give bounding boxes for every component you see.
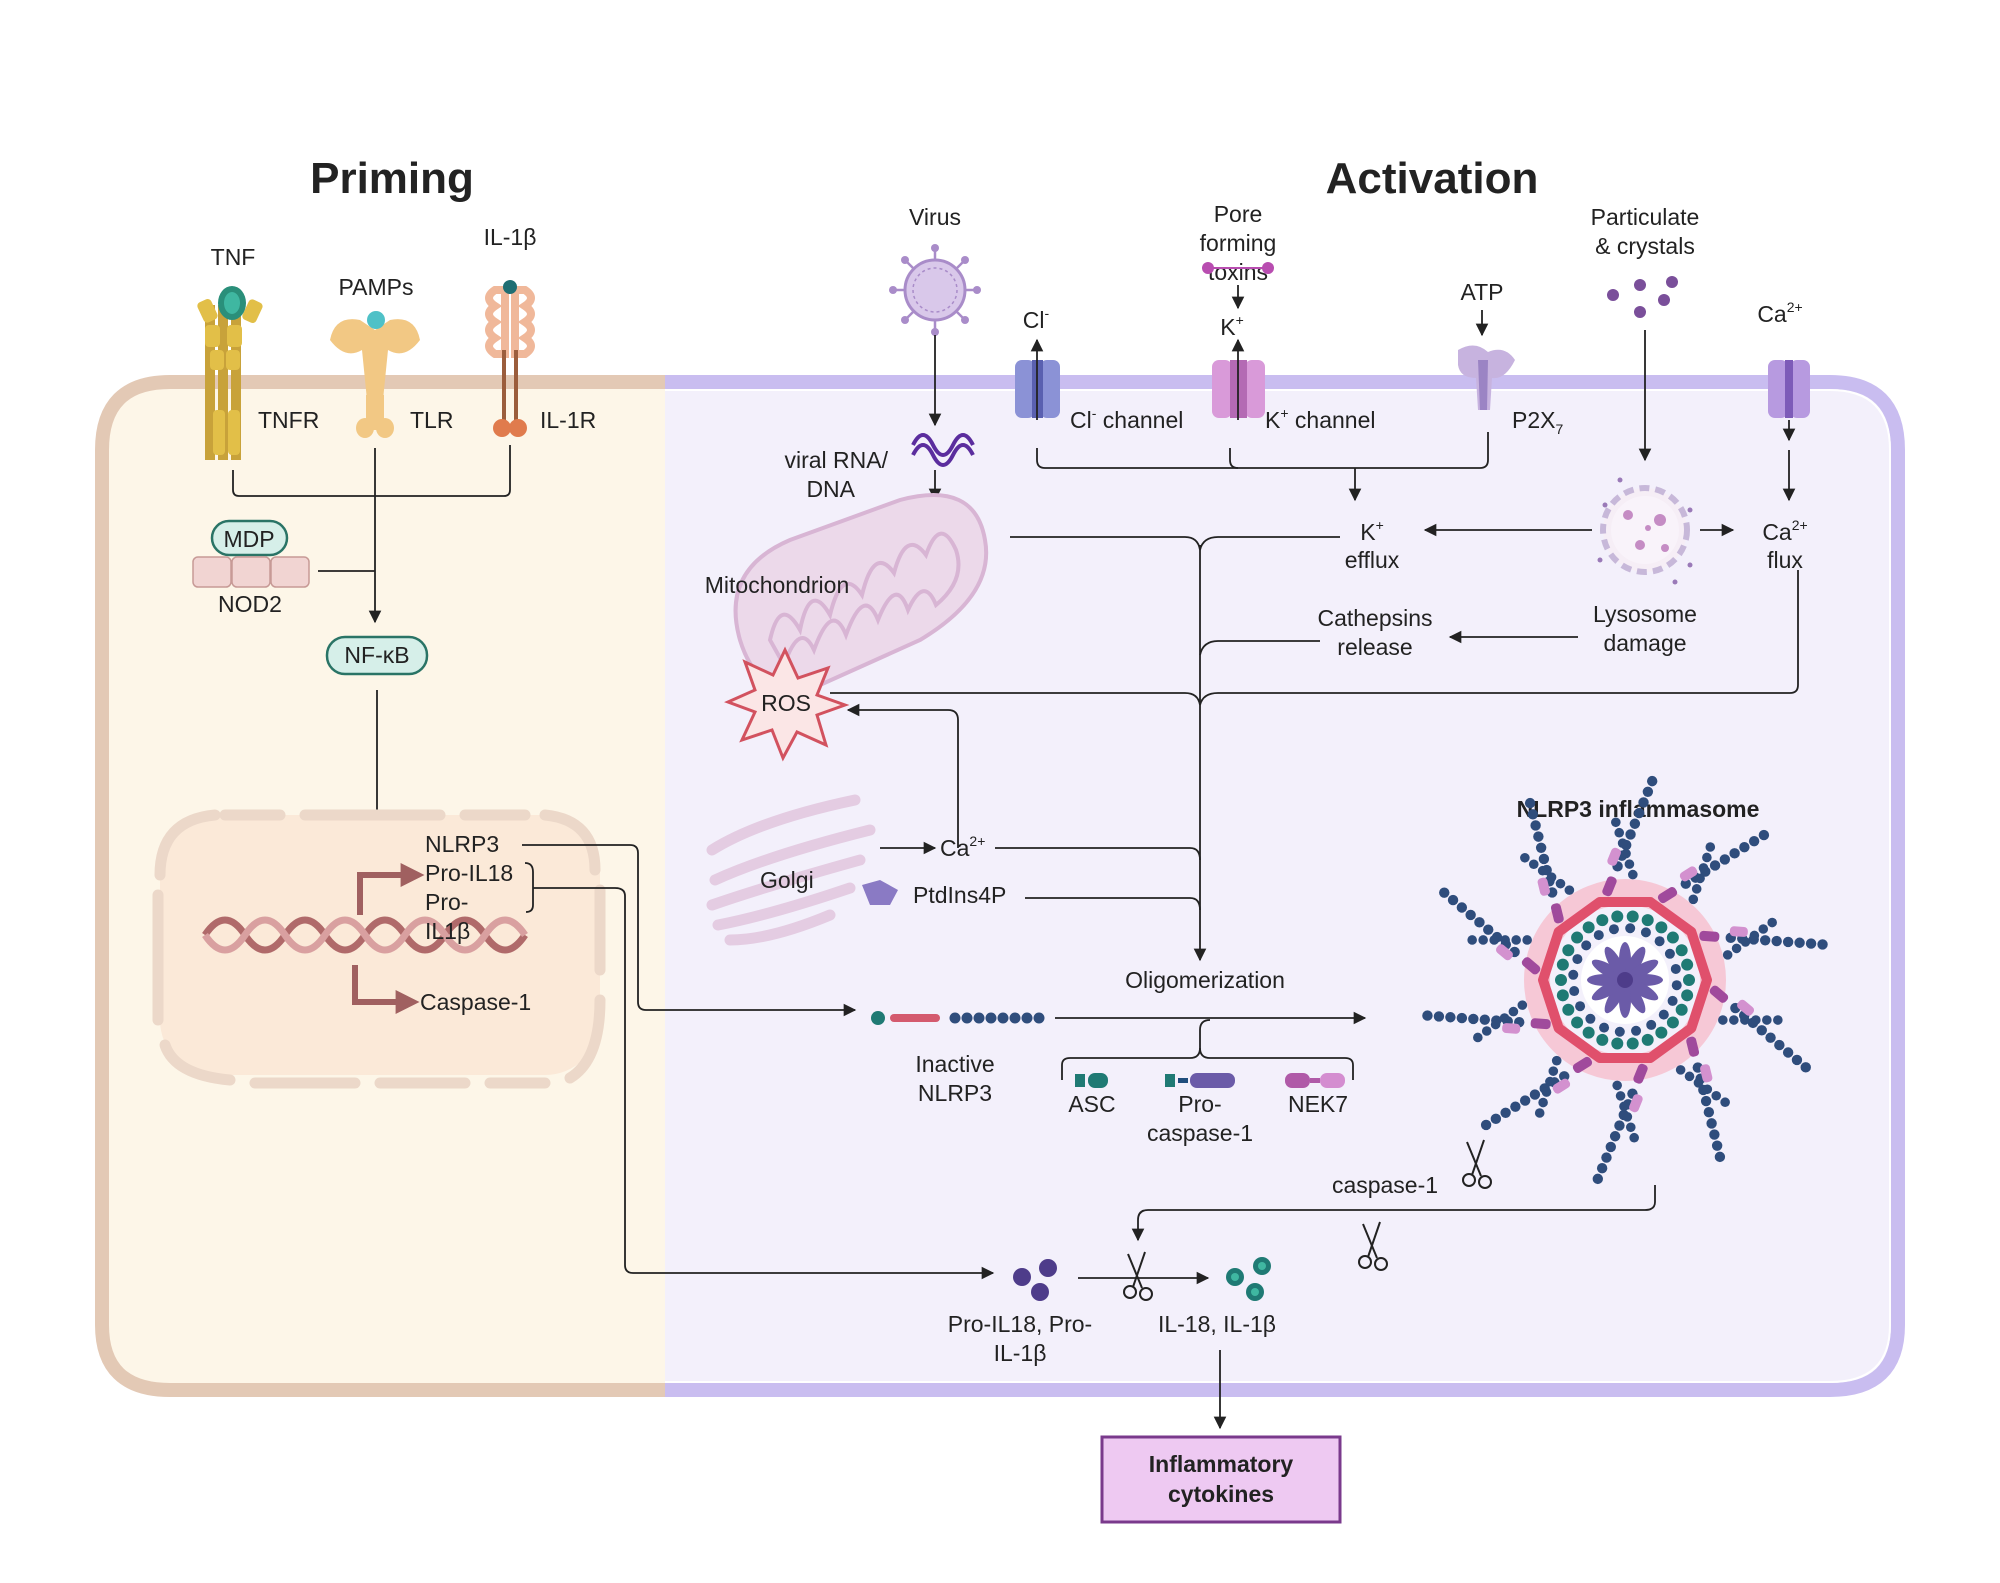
ca-golgi-label: Ca2+ xyxy=(940,833,985,861)
il1b-label: IL-1β xyxy=(484,224,537,250)
virus-label: Virus xyxy=(909,204,961,230)
mitochondrion-label: Mitochondrion xyxy=(705,572,849,598)
ca-top-label: Ca2+ xyxy=(1757,299,1802,327)
activation-title: Activation xyxy=(1326,154,1539,203)
pro-cytokine-icon xyxy=(1013,1259,1057,1301)
il1b-ligand xyxy=(503,280,517,294)
ca-flux-label-2: flux xyxy=(1767,547,1803,573)
pro-cytokine-label-1: Pro-IL18, Pro- xyxy=(948,1311,1092,1337)
ros-burst-icon xyxy=(724,646,850,762)
k-efflux-label-2: efflux xyxy=(1345,547,1400,573)
tnfr-label: TNFR xyxy=(258,407,319,433)
pamps-label: PAMPs xyxy=(339,274,414,300)
priming-title: Priming xyxy=(310,154,474,203)
cathepsins-label-2: release xyxy=(1337,634,1412,660)
gene-pro-il18: Pro-IL18 xyxy=(425,860,513,886)
asc-icon xyxy=(1075,1073,1108,1088)
toxin-icon xyxy=(1202,262,1274,274)
tlr-label: TLR xyxy=(410,407,453,433)
activation-region xyxy=(665,385,1895,1385)
ca-flux-label-1: Ca2+ xyxy=(1762,517,1807,545)
pore-label-3: toxins xyxy=(1208,259,1268,285)
k-channel-label: K+ channel xyxy=(1265,405,1376,433)
nucleus xyxy=(152,809,606,1089)
scissors-icon-2 xyxy=(1358,1221,1388,1271)
k-ion-label: K+ xyxy=(1220,312,1244,340)
nfkb-label: NF-κB xyxy=(344,642,409,668)
oligomerization-label: Oligomerization xyxy=(1125,967,1285,993)
lysosome-label-2: damage xyxy=(1603,630,1686,656)
il1r-receptor xyxy=(485,280,535,437)
il1r-label: IL-1R xyxy=(540,407,596,433)
ptdins-icon xyxy=(862,880,898,905)
nek7-icon xyxy=(1285,1073,1345,1088)
lysosome-icon xyxy=(1597,477,1693,585)
viral-rna-label-1: viral RNA/ xyxy=(784,447,888,473)
asc-label: ASC xyxy=(1068,1091,1115,1117)
nek7-label: NEK7 xyxy=(1288,1091,1348,1117)
cl-channel-label: Cl- channel xyxy=(1070,405,1183,433)
nlrp3-inflammasome-icon xyxy=(1422,775,1828,1185)
viral-rna-icon xyxy=(911,433,975,467)
pore-label-2: forming xyxy=(1200,230,1277,256)
ros-label: ROS xyxy=(761,690,811,716)
cathepsins-label-1: Cathepsins xyxy=(1317,605,1432,631)
inactive-nlrp3-icon xyxy=(871,1011,1045,1025)
p2x7-icon xyxy=(1458,345,1515,410)
ca-channel-icon xyxy=(1768,360,1810,418)
pro-cytokine-label-2: IL-1β xyxy=(994,1340,1047,1366)
scissors-icon-3 xyxy=(1123,1251,1153,1301)
nfkb-pill xyxy=(325,635,429,676)
pore-label-1: Pore xyxy=(1214,201,1263,227)
cl-ion-label: Cl- xyxy=(1023,305,1050,333)
procaspase-icon xyxy=(1165,1073,1235,1088)
inactive-nlrp3-label-2: NLRP3 xyxy=(918,1080,992,1106)
p2x7-label: P2X7 xyxy=(1512,407,1563,437)
gene-pro-il1b-2: IL1β xyxy=(425,918,470,944)
tnfr-receptor xyxy=(197,286,263,460)
viral-rna-label-2: DNA xyxy=(806,476,855,502)
crystal-icon xyxy=(1607,276,1678,318)
dna-helix xyxy=(202,916,528,954)
mature-cytokine-icon xyxy=(1226,1257,1271,1301)
caspase1-label: caspase-1 xyxy=(1332,1172,1438,1198)
golgi-icon xyxy=(706,794,876,946)
procaspase-label-2: caspase-1 xyxy=(1147,1120,1253,1146)
membrane-activation xyxy=(665,375,1905,1397)
mature-cytokine-label: IL-18, IL-1β xyxy=(1158,1311,1276,1337)
atp-label: ATP xyxy=(1460,279,1503,305)
tlr-receptor xyxy=(330,311,420,438)
lysosome-label-1: Lysosome xyxy=(1593,601,1697,627)
inflammatory-cytokines-label-2: cytokines xyxy=(1168,1481,1274,1507)
nod2-label: NOD2 xyxy=(218,591,282,617)
virus-icon xyxy=(889,244,981,336)
gene-pro-il1b-1: Pro- xyxy=(425,889,468,915)
gene-nlrp3: NLRP3 xyxy=(425,831,499,857)
pamp-ligand xyxy=(367,311,385,329)
membrane-priming xyxy=(95,375,665,1397)
inactive-nlrp3-label-1: Inactive xyxy=(915,1051,994,1077)
particulate-label-1: Particulate xyxy=(1591,204,1700,230)
particulate-label-2: & crystals xyxy=(1595,233,1695,259)
ptdins-label: PtdIns4P xyxy=(913,882,1006,908)
k-efflux-label-1: K+ xyxy=(1360,517,1384,545)
mdp-nod2 xyxy=(192,519,310,588)
inflammatory-cytokines-label-1: Inflammatory xyxy=(1149,1451,1294,1477)
scissors-icon xyxy=(1462,1139,1492,1189)
inflammatory-cytokines-box xyxy=(1100,1435,1342,1524)
k-channel-icon xyxy=(1212,360,1265,418)
golgi-label: Golgi xyxy=(760,867,814,893)
gene-caspase1: Caspase-1 xyxy=(420,989,531,1015)
procaspase-label-1: Pro- xyxy=(1178,1091,1221,1117)
mdp-label: MDP xyxy=(223,526,274,552)
tnf-label: TNF xyxy=(211,244,256,270)
